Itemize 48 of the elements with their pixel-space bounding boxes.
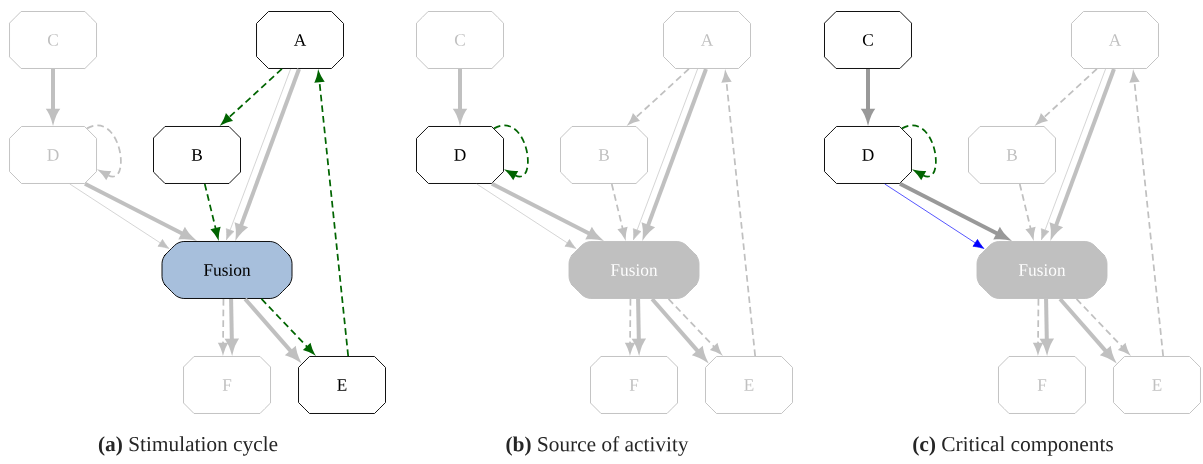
fusion-node: Fusion (568, 241, 700, 299)
fusion-node: Fusion (976, 241, 1108, 299)
octagon-node: B (153, 126, 241, 184)
arrow (84, 181, 194, 240)
arrow (218, 298, 228, 354)
arrow (1129, 71, 1164, 357)
octagon-node: A (256, 11, 344, 69)
octagon-node: F (183, 356, 271, 414)
arrow (69, 183, 170, 249)
octagon-node: E (298, 356, 386, 414)
fusion-node: Fusion (161, 241, 293, 299)
arrow (314, 71, 350, 357)
octagon-node: B (560, 126, 648, 184)
arrow (203, 183, 221, 239)
arrow (491, 182, 601, 240)
arrow (243, 297, 300, 361)
arrow (476, 183, 577, 249)
arrow (260, 298, 315, 355)
arrow (721, 71, 757, 357)
loop-arrow (493, 124, 529, 180)
octagon-node: F (590, 356, 678, 414)
octagon-node: E (705, 356, 793, 414)
octagon-node: A (1071, 11, 1159, 69)
arrow (1018, 183, 1036, 239)
octagon-node: D (9, 126, 97, 184)
arrow (650, 297, 707, 361)
subfigure-caption: (c) Critical components (913, 436, 1113, 456)
octagon-node: C (9, 11, 97, 69)
arrow (610, 183, 628, 239)
arrow (625, 298, 635, 354)
octagon-node: A (663, 11, 751, 69)
octagon-node: E (1113, 356, 1201, 414)
subfigure-caption: (b) Source of activity (506, 436, 689, 456)
octagon-node: D (416, 126, 504, 184)
octagon-node: C (824, 11, 912, 69)
arrow (884, 183, 985, 249)
octagon-node: F (998, 356, 1086, 414)
octagon-node: D (824, 126, 912, 184)
arrow (899, 182, 1009, 240)
arrow (1058, 297, 1115, 361)
arrow (1033, 298, 1043, 354)
octagon-node: B (968, 126, 1056, 184)
subfigure-caption: (a) Stimulation cycle (98, 436, 278, 456)
loop-arrow (901, 124, 937, 180)
arrow (667, 298, 722, 355)
loop-arrow (86, 124, 122, 180)
octagon-node: C (416, 11, 504, 69)
arrow (1075, 298, 1130, 355)
